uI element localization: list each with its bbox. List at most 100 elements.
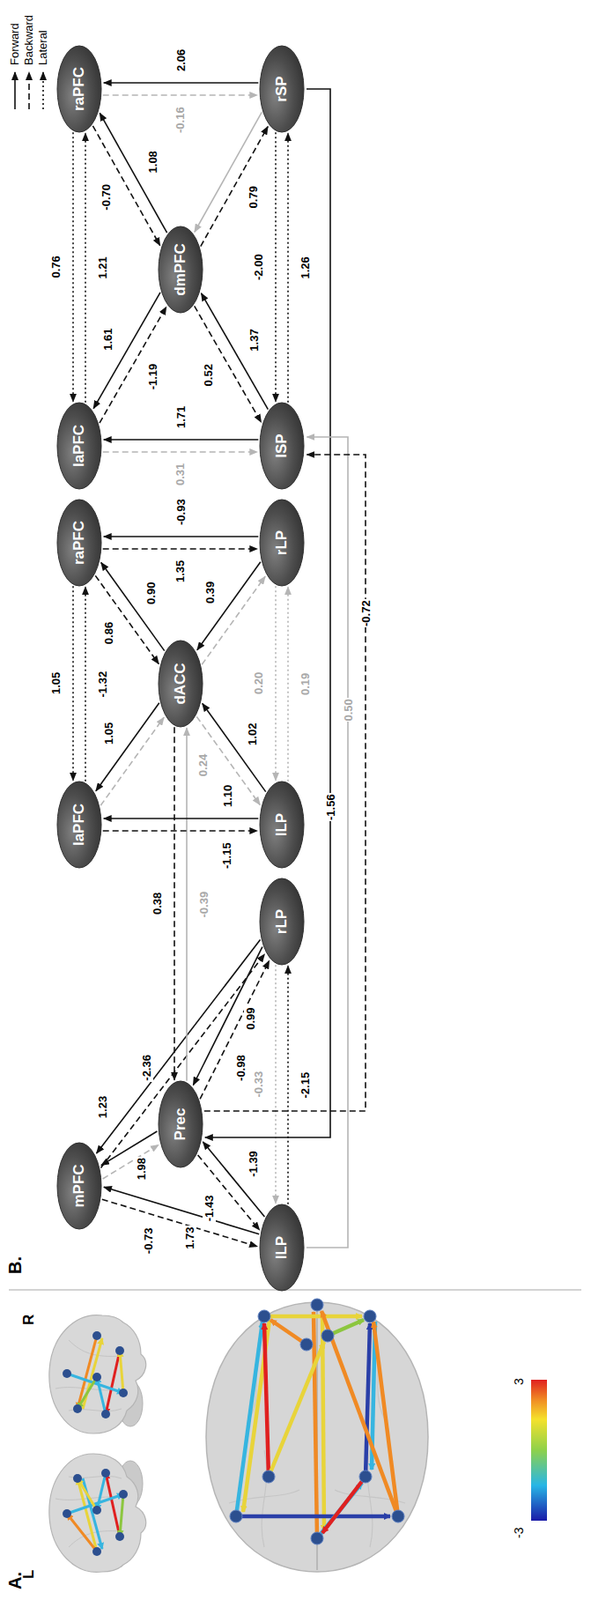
lateral-brain-left-part bbox=[118, 1489, 128, 1499]
connection-strength: 1.23 bbox=[96, 1094, 110, 1119]
region-node: Prec bbox=[157, 1079, 204, 1168]
node-ellipse bbox=[259, 499, 304, 586]
scale-value: -3 bbox=[512, 1527, 526, 1538]
lateral-brain-left-part bbox=[77, 1477, 97, 1510]
connection-strength: -1.19 bbox=[146, 362, 160, 392]
lateral-connection bbox=[287, 586, 289, 782]
node-label: lLP bbox=[273, 812, 291, 836]
panel-divider bbox=[8, 1288, 582, 1291]
backward-connection bbox=[103, 94, 259, 97]
hemisphere-label: L bbox=[21, 1569, 38, 1579]
connection-strength: 0.76 bbox=[49, 254, 63, 279]
backward-connection bbox=[103, 450, 259, 453]
top-view-brain-part bbox=[229, 1509, 243, 1522]
lateral-brain-right-part bbox=[118, 1388, 128, 1397]
connection-strength: 0.31 bbox=[173, 462, 187, 487]
node-ellipse bbox=[57, 45, 102, 133]
backward-connection bbox=[103, 547, 259, 550]
backward-connection bbox=[201, 576, 266, 665]
connection-strength: 0.99 bbox=[243, 1005, 258, 1030]
connection-strength: 0.38 bbox=[150, 891, 164, 916]
forward-connection bbox=[103, 438, 259, 441]
backward-connection bbox=[103, 1144, 159, 1179]
lateral-brain-left-part bbox=[66, 1493, 124, 1514]
lateral-connection bbox=[287, 965, 289, 1205]
legend-line-samples bbox=[14, 72, 44, 110]
top-view-brain-part bbox=[321, 1329, 334, 1342]
region-node: rLP bbox=[258, 498, 305, 587]
connection-strength: -0.39 bbox=[197, 890, 211, 919]
region-node: raPFC bbox=[56, 44, 103, 133]
node-ellipse bbox=[158, 640, 203, 727]
connection-strength: -2.00 bbox=[251, 252, 266, 281]
lateral-brain-left-part bbox=[92, 1546, 102, 1556]
node-label: lLP bbox=[273, 1235, 291, 1259]
node-ellipse bbox=[259, 1204, 304, 1291]
connection-strength: 1.35 bbox=[173, 559, 187, 584]
top-view-brain-part bbox=[313, 1311, 318, 1538]
lateral-connection bbox=[84, 586, 87, 782]
connection-strength: -0.98 bbox=[234, 1053, 248, 1082]
lateral-brain-right-part bbox=[66, 1373, 124, 1393]
connection-strength: 0.24 bbox=[196, 753, 210, 777]
lateral-brain-right-part bbox=[82, 1337, 103, 1409]
backward-connection bbox=[194, 305, 262, 422]
legend-line-samples-part bbox=[14, 72, 16, 110]
legend-entry: Lateral bbox=[36, 29, 50, 66]
backward-connection bbox=[100, 716, 164, 806]
connection-strength: 1.05 bbox=[49, 671, 63, 695]
color-scale-bar bbox=[531, 1379, 547, 1521]
legend-entry: Backward bbox=[22, 14, 36, 66]
forward-connection bbox=[103, 1186, 259, 1234]
connection-strength: -1.15 bbox=[220, 841, 234, 870]
top-view-brain-part bbox=[268, 1341, 325, 1477]
forward-connection bbox=[99, 112, 167, 233]
top-view-brain-part bbox=[391, 1509, 405, 1522]
backward-connection bbox=[200, 126, 268, 247]
lateral-brain-right-part bbox=[92, 1372, 102, 1382]
scale-value: 3 bbox=[512, 1377, 526, 1385]
lateral-brain-left-part bbox=[101, 1468, 111, 1478]
connection-strength: 1.73 bbox=[183, 1226, 197, 1250]
backward-connection bbox=[99, 306, 167, 423]
region-node: raPFC bbox=[56, 498, 103, 587]
panel-letter: B. bbox=[5, 1255, 25, 1274]
lateral-connection bbox=[72, 132, 74, 402]
connection-strength: -2.36 bbox=[140, 1053, 154, 1082]
connection-strength: -1.43 bbox=[202, 1194, 216, 1223]
forward-connection bbox=[96, 939, 261, 1154]
lateral-brain-right-part bbox=[115, 1345, 125, 1355]
forward-connection bbox=[192, 946, 263, 1086]
forward-connection bbox=[101, 1130, 157, 1166]
connection-strength: -0.93 bbox=[174, 497, 188, 526]
lateral-connection bbox=[72, 585, 74, 781]
top-view-brain-part bbox=[310, 1531, 324, 1544]
connection-strength: 1.37 bbox=[247, 327, 261, 352]
top-view-brain-part bbox=[262, 1470, 275, 1483]
lateral-connection bbox=[274, 964, 277, 1204]
forward-connection bbox=[205, 88, 331, 1138]
node-ellipse bbox=[57, 499, 102, 586]
lateral-brain-right-part bbox=[49, 1314, 147, 1434]
connection-strength: -0.16 bbox=[173, 105, 187, 134]
node-ellipse bbox=[259, 402, 304, 489]
node-label: mPFC bbox=[70, 1163, 89, 1207]
connection-strength: 0.52 bbox=[201, 362, 215, 387]
lateral-brain-left-part bbox=[73, 1473, 82, 1483]
top-view-brain-part bbox=[365, 1322, 370, 1477]
connection-strength: 1.02 bbox=[245, 722, 259, 747]
backward-connection bbox=[173, 726, 176, 1080]
connection-strength: 0.39 bbox=[203, 580, 217, 605]
connection-strength: 1.05 bbox=[102, 721, 116, 746]
forward-connection bbox=[306, 436, 348, 1248]
node-label: dmPFC bbox=[171, 243, 190, 296]
region-node: lLP bbox=[258, 780, 305, 869]
node-label: Prec bbox=[171, 1108, 190, 1141]
region-node: rSP bbox=[258, 44, 305, 133]
connection-strength: 0.79 bbox=[246, 184, 260, 209]
lateral-brain-right-part bbox=[96, 1376, 106, 1414]
node-ellipse bbox=[259, 878, 304, 965]
connection-strength: -1.56 bbox=[324, 792, 338, 821]
top-view-brain-part bbox=[236, 1514, 391, 1519]
connection-strength: 1.61 bbox=[101, 326, 115, 351]
